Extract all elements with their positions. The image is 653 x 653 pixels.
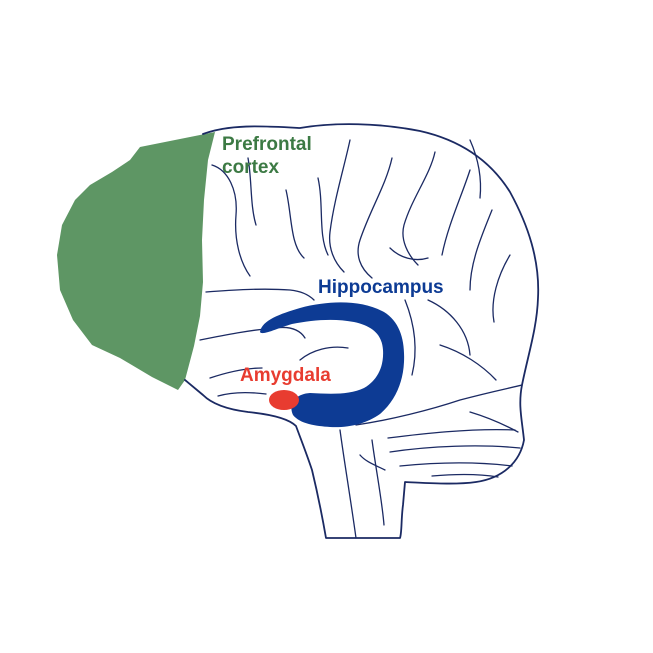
prefrontal-cortex-label: Prefrontal cortex bbox=[222, 134, 312, 178]
sulcus-9 bbox=[469, 209, 493, 291]
cerebellum-fold-4 bbox=[431, 473, 499, 478]
brainstem-line-2 bbox=[371, 439, 385, 526]
brainstem-line-1 bbox=[339, 429, 357, 539]
sulcus-16 bbox=[209, 367, 263, 379]
sulcus-19 bbox=[389, 247, 429, 261]
sulcus-11 bbox=[427, 299, 471, 356]
sulcus-7 bbox=[402, 151, 436, 266]
amygdala-label: Amygdala bbox=[240, 365, 331, 386]
brainstem-line-3 bbox=[359, 454, 386, 471]
sulcus-17 bbox=[217, 392, 267, 397]
cerebellum-fold-3 bbox=[399, 462, 513, 467]
sulcus-15 bbox=[205, 288, 315, 301]
brain-outline bbox=[184, 123, 540, 539]
sulcus-4 bbox=[317, 177, 329, 256]
sulcus-12 bbox=[439, 344, 497, 381]
cerebellum-top-line bbox=[355, 384, 523, 426]
sulcus-14 bbox=[199, 326, 306, 341]
sulcus-5 bbox=[328, 139, 351, 273]
hippocampus-label: Hippocampus bbox=[318, 277, 444, 298]
sulcus-6 bbox=[357, 157, 393, 279]
prefrontal-cortex-region bbox=[57, 132, 215, 390]
cerebellum-fold-5 bbox=[469, 411, 519, 433]
sulcus-3 bbox=[285, 189, 305, 259]
sulcus-8 bbox=[441, 169, 471, 256]
sulcus-10 bbox=[492, 254, 511, 323]
sulcus-20 bbox=[469, 139, 482, 199]
hippocampus-region bbox=[260, 302, 405, 428]
sulcus-2 bbox=[247, 157, 257, 226]
sulcus-13 bbox=[404, 299, 416, 376]
cerebellum-fold-1 bbox=[387, 428, 516, 439]
sulcus-1 bbox=[211, 164, 251, 277]
amygdala-region bbox=[269, 390, 299, 410]
sulcus-18 bbox=[299, 346, 349, 361]
cerebellum-fold-2 bbox=[389, 445, 521, 453]
